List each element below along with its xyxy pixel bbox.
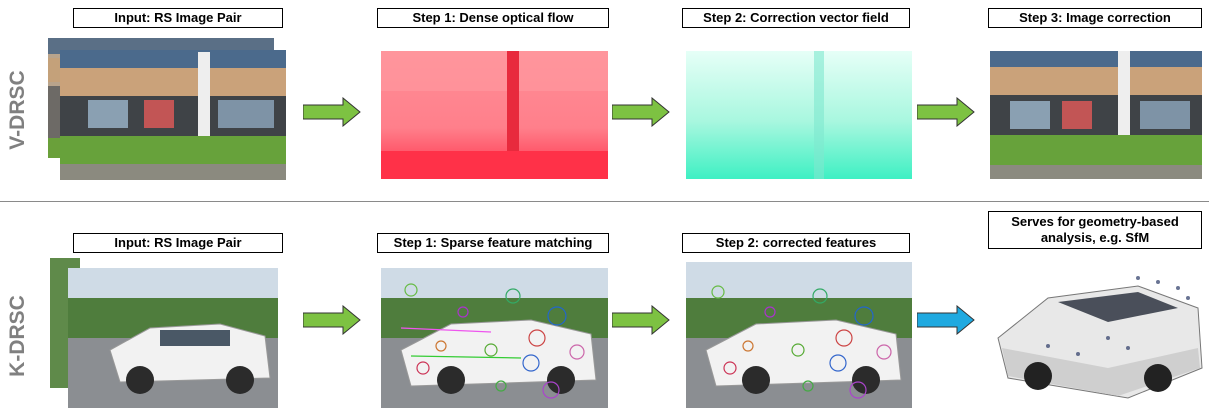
sparse-matching-image: [381, 268, 608, 408]
row-label-k-drsc: K-DRSC: [6, 295, 29, 377]
row-label-v-drsc: V-DRSC: [6, 70, 29, 150]
top-arrow-3: [917, 97, 975, 127]
top-step2-title: Step 2: Correction vector field: [682, 8, 910, 28]
bottom-arrow-3-blue: [917, 305, 975, 335]
bottom-output-title: Serves for geometry-based analysis, e.g.…: [988, 211, 1202, 249]
corrected-features-image: [686, 262, 912, 408]
top-arrow-1: [303, 97, 361, 127]
optical-flow-image: [381, 51, 608, 179]
bottom-input-image-pair: [50, 258, 280, 408]
correction-field-image: [686, 51, 912, 179]
bottom-step1-title: Step 1: Sparse feature matching: [377, 233, 609, 253]
bottom-input-title: Input: RS Image Pair: [73, 233, 283, 253]
bottom-arrow-2: [612, 305, 670, 335]
corrected-image: [990, 51, 1202, 179]
top-step3-title: Step 3: Image correction: [988, 8, 1202, 28]
bottom-arrow-1: [303, 305, 361, 335]
row-divider: [0, 201, 1209, 202]
bottom-step2-title: Step 2: corrected features: [682, 233, 910, 253]
top-input-title: Input: RS Image Pair: [73, 8, 283, 28]
top-input-image-pair: [48, 38, 288, 180]
top-arrow-2: [612, 97, 670, 127]
sfm-reconstruction-image: [988, 258, 1206, 406]
top-step1-title: Step 1: Dense optical flow: [377, 8, 609, 28]
